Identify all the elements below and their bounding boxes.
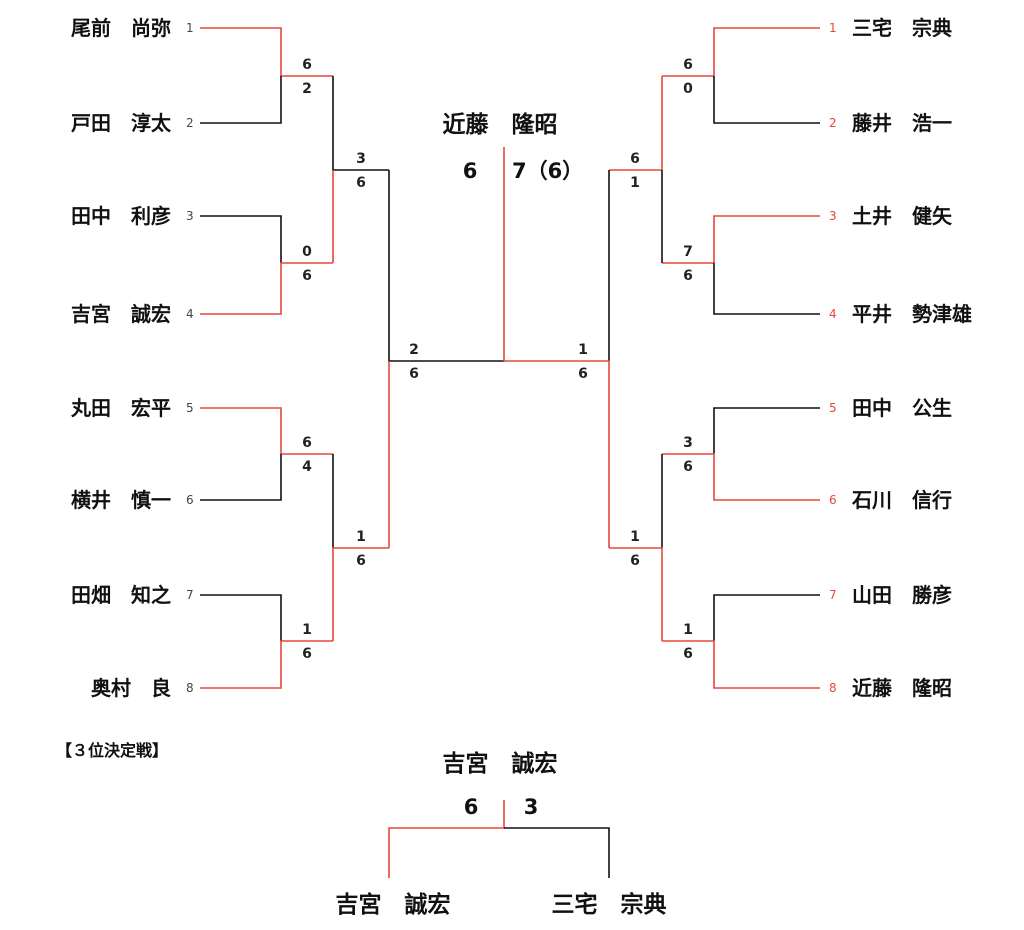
seed-number: 4 — [186, 307, 194, 321]
third-place-match: 【３位決定戦】 吉宮 誠宏 6 3 吉宮 誠宏 三宅 宗典 — [56, 741, 667, 918]
player-name: 三宅 宗典 — [852, 16, 952, 40]
score-top: 7 — [683, 244, 693, 260]
score-top: 0 — [302, 244, 312, 260]
score-bottom: 0 — [683, 81, 693, 97]
score-top: 1 — [683, 622, 693, 638]
player-name: 田中 公生 — [852, 396, 952, 420]
seed-number: 3 — [186, 209, 194, 223]
score-bottom: 6 — [409, 366, 419, 382]
seed-number: 1 — [186, 21, 194, 35]
final-result: 近藤 隆昭 6 7（6） — [443, 112, 584, 183]
score-top: 6 — [630, 151, 640, 167]
player-name: 近藤 隆昭 — [852, 676, 952, 700]
score-bottom: 6 — [630, 553, 640, 569]
seed-number: 6 — [829, 493, 837, 507]
seed-number: 4 — [829, 307, 837, 321]
left-bracket-lines — [200, 27, 504, 689]
score-bottom: 4 — [302, 459, 312, 475]
player-name: 戸田 淳太 — [71, 111, 172, 135]
player-name: 山田 勝彦 — [852, 583, 952, 607]
score-bottom: 6 — [683, 646, 693, 662]
score-bottom: 2 — [302, 81, 312, 97]
third-place-loser-line — [504, 827, 610, 878]
score-top: 3 — [683, 435, 693, 451]
seed-number: 7 — [829, 588, 837, 602]
seed-number: 7 — [186, 588, 194, 602]
player-name: 奥村 良 — [91, 676, 171, 700]
score-top: 1 — [578, 342, 588, 358]
score-bottom: 6 — [302, 646, 312, 662]
score-top: 6 — [683, 57, 693, 73]
left-scores: 6 2 0 6 6 4 1 6 3 6 1 6 2 6 — [302, 57, 419, 662]
score-top: 3 — [356, 151, 366, 167]
score-bottom: 6 — [356, 553, 366, 569]
player-name: 吉宮 誠宏 — [71, 302, 171, 326]
player-name: 藤井 浩一 — [851, 111, 952, 135]
seed-number: 6 — [186, 493, 194, 507]
third-place-winner: 吉宮 誠宏 — [443, 750, 558, 777]
third-place-label: 【３位決定戦】 — [56, 741, 168, 760]
seed-number: 1 — [829, 21, 837, 35]
right-scores: 6 0 7 6 3 6 1 6 6 1 1 6 1 6 — [578, 57, 693, 662]
final-score-left: 6 — [463, 159, 478, 183]
player-name: 田中 利彦 — [71, 204, 171, 228]
seed-number: 8 — [186, 681, 194, 695]
seed-number: 5 — [829, 401, 837, 415]
score-top: 1 — [356, 529, 366, 545]
right-players: 1 三宅 宗典 2 藤井 浩一 3 土井 健矢 4 平井 勢津雄 5 田中 公生… — [829, 16, 972, 700]
score-bottom: 6 — [683, 268, 693, 284]
player-name: 横井 慎一 — [71, 488, 171, 512]
score-bottom: 6 — [356, 175, 366, 191]
score-bottom: 6 — [302, 268, 312, 284]
seed-number: 2 — [186, 116, 194, 130]
seed-number: 5 — [186, 401, 194, 415]
score-bottom: 6 — [578, 366, 588, 382]
seed-number: 8 — [829, 681, 837, 695]
champion-name: 近藤 隆昭 — [443, 112, 558, 138]
score-top: 2 — [409, 342, 419, 358]
player-name: 丸田 宏平 — [70, 396, 171, 420]
third-place-score-right: 3 — [524, 795, 539, 819]
third-place-winner-line — [388, 800, 505, 878]
seed-number: 2 — [829, 116, 837, 130]
third-place-score-left: 6 — [464, 795, 479, 819]
score-bottom: 6 — [683, 459, 693, 475]
player-name: 石川 信行 — [851, 488, 952, 512]
final-score-right: 7（6） — [512, 159, 583, 183]
score-top: 6 — [302, 435, 312, 451]
third-place-right-player: 三宅 宗典 — [552, 891, 667, 918]
right-bracket-lines — [504, 27, 820, 689]
score-top: 6 — [302, 57, 312, 73]
left-players: 尾前 尚弥 1 戸田 淳太 2 田中 利彦 3 吉宮 誠宏 4 丸田 宏平 5 … — [70, 16, 194, 700]
player-name: 土井 健矢 — [852, 204, 953, 228]
player-name: 田畑 知之 — [71, 583, 171, 607]
third-place-left-player: 吉宮 誠宏 — [336, 891, 451, 918]
score-top: 1 — [302, 622, 312, 638]
seed-number: 3 — [829, 209, 837, 223]
score-bottom: 1 — [630, 175, 640, 191]
score-top: 1 — [630, 529, 640, 545]
player-name: 尾前 尚弥 — [71, 16, 171, 40]
player-name: 平井 勢津雄 — [852, 302, 972, 326]
